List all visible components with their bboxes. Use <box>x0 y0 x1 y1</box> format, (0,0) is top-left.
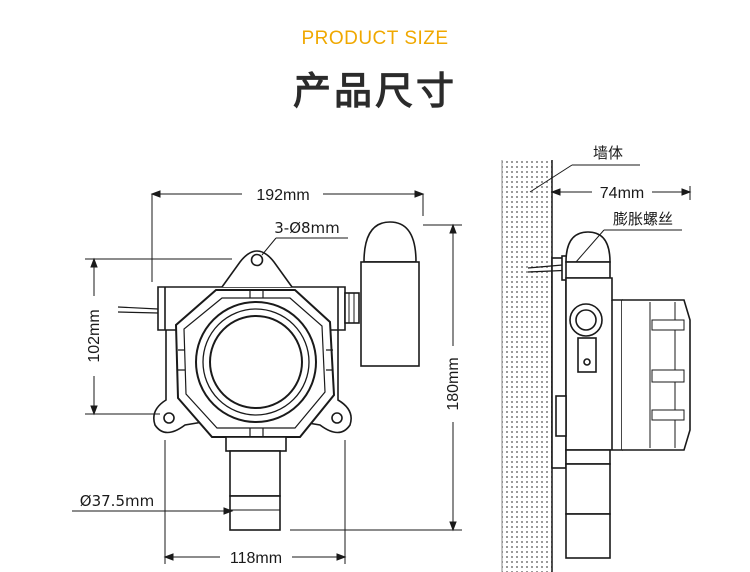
side-dimensions <box>529 164 692 263</box>
label-wall: 墙体 <box>593 144 623 162</box>
dim-holes: 3-Ø8mm <box>274 219 340 237</box>
dim-height-total: 180mm <box>445 357 462 410</box>
front-view <box>117 250 360 531</box>
dim-width-top: 192mm <box>256 187 309 204</box>
section-subtitle: PRODUCT SIZE <box>301 28 449 49</box>
front-dimensions <box>72 190 462 564</box>
dim-sensor-diameter: Ø37.5mm <box>80 492 154 510</box>
label-anchor: 膨胀螺丝 <box>613 210 673 228</box>
page-title: 产品尺寸 <box>292 69 457 113</box>
dim-width-bottom: 118mm <box>230 550 282 567</box>
alarm-lamp <box>360 221 420 367</box>
dim-depth-side: 74mm <box>600 185 644 202</box>
wall <box>501 160 553 572</box>
side-view <box>527 231 691 559</box>
dim-height-left: 102mm <box>86 309 103 362</box>
